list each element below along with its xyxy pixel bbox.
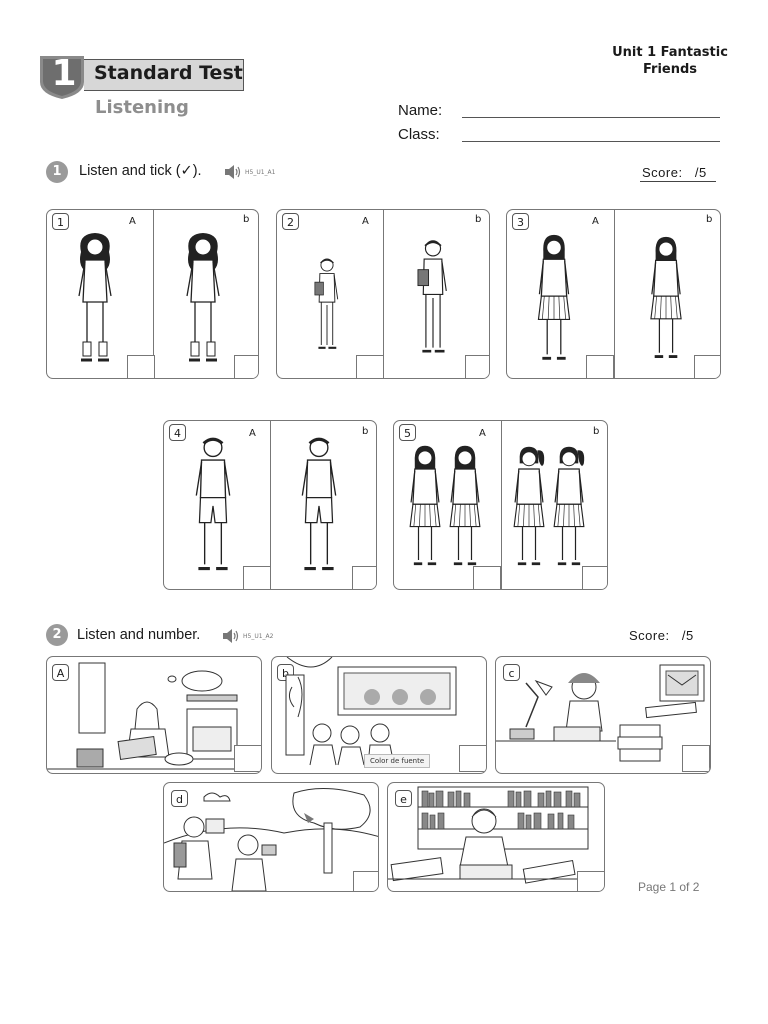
title-box: [84, 59, 244, 91]
girl-figure-b2: [552, 445, 586, 566]
section-2-number: 2: [46, 624, 68, 646]
picture-label: A: [52, 664, 69, 681]
number-box-e[interactable]: [577, 871, 604, 891]
score-label-1: Score: /5: [642, 165, 707, 180]
section-1-instruction: Listen and tick (✓).: [79, 163, 202, 179]
girl-figure-b1: [512, 445, 546, 566]
score-total: /5: [681, 628, 694, 643]
font-color-tooltip: Color de fuente: [364, 754, 431, 768]
score-label-text: Score:: [642, 165, 683, 180]
boy-figure-b: [415, 238, 449, 354]
number-box-a[interactable]: [234, 745, 261, 772]
section-1-number: 1: [46, 161, 68, 183]
picture-card-c: c: [495, 656, 711, 774]
girl-figure-b: [175, 230, 231, 370]
option-label-b: b: [475, 214, 482, 225]
picture-label: c: [503, 664, 520, 681]
question-card-1: 1 A b: [46, 209, 259, 379]
tick-box-b[interactable]: [465, 355, 489, 378]
girl-figure-a: [67, 230, 123, 370]
card-number: 3: [512, 213, 529, 230]
number-box-d[interactable]: [353, 871, 378, 891]
picture-card-a: A: [46, 656, 262, 774]
number-box-b[interactable]: [459, 745, 486, 772]
picture-label: d: [171, 790, 188, 807]
girl-figure-a: [536, 233, 572, 361]
speaker-icon[interactable]: [224, 164, 242, 180]
page-title: Standard Test: [94, 62, 243, 84]
option-label-a: A: [129, 216, 136, 227]
question-card-5: 5 A b: [393, 420, 608, 590]
option-label-a: A: [362, 216, 369, 227]
picture-card-b: b Color de fuente: [271, 656, 487, 774]
tick-box-a[interactable]: [586, 355, 614, 378]
score-underline: [640, 181, 716, 182]
option-label-a: A: [249, 428, 256, 439]
question-card-2: 2 A b: [276, 209, 490, 379]
option-label-b: b: [243, 214, 250, 225]
option-label-b: b: [593, 426, 600, 437]
outdoor-scene: [164, 787, 378, 891]
name-field[interactable]: [462, 117, 720, 118]
score-label-text: Score:: [629, 628, 670, 643]
tick-box-b[interactable]: [694, 355, 720, 378]
tick-box-b[interactable]: [582, 566, 607, 589]
score-total: /5: [694, 165, 707, 180]
unit-line-2: Friends: [642, 62, 698, 77]
girl-figure-a1: [408, 444, 442, 566]
boy-figure-a: [313, 257, 340, 350]
option-label-a: A: [592, 216, 599, 227]
study-scene: [496, 664, 705, 762]
option-label-b: b: [706, 214, 713, 225]
boy-figure-a: [194, 437, 232, 571]
card-number: 1: [52, 213, 69, 230]
section-2-instruction: Listen and number.: [77, 627, 201, 643]
picture-label: e: [395, 790, 412, 807]
option-label-b: b: [362, 426, 369, 437]
question-card-4: 4 A b: [163, 420, 377, 590]
option-label-a: A: [479, 428, 486, 439]
name-label: Name:: [398, 102, 443, 119]
picture-card-e: e: [387, 782, 605, 892]
class-label: Class:: [398, 126, 440, 143]
unit-badge: [40, 56, 84, 99]
girl-figure-a2: [448, 444, 482, 566]
tick-box-a[interactable]: [473, 566, 501, 589]
tick-box-b[interactable]: [234, 355, 258, 378]
kitchen-scene: [47, 662, 261, 770]
tick-box-b[interactable]: [352, 566, 376, 589]
class-field[interactable]: [462, 141, 720, 142]
unit-badge-number: 1: [51, 53, 77, 94]
tick-box-a[interactable]: [127, 355, 155, 378]
unit-heading: Unit 1 Fantastic Friends: [600, 44, 740, 78]
question-card-3: 3 A b: [506, 209, 721, 379]
museum-scene: [285, 657, 457, 766]
boy-figure-b: [300, 436, 338, 571]
unit-line-1: Unit 1 Fantastic: [612, 45, 728, 60]
page-number: Page 1 of 2: [638, 880, 700, 894]
tick-box-a[interactable]: [243, 566, 271, 589]
picture-card-d: d: [163, 782, 379, 892]
tick-box-a[interactable]: [356, 355, 384, 378]
card-number: 2: [282, 213, 299, 230]
card-number: 4: [169, 424, 186, 441]
audio-code-2: H5_U1_A2: [243, 633, 274, 640]
library-scene: [388, 786, 604, 884]
card-number: 5: [399, 424, 416, 441]
audio-code-1: H5_U1_A1: [245, 169, 276, 176]
score-label-2: Score: /5: [629, 628, 694, 643]
girl-figure-b: [649, 234, 683, 359]
number-box-c[interactable]: [682, 745, 710, 772]
page-subtitle: Listening: [95, 97, 189, 118]
speaker-icon[interactable]: [222, 628, 240, 644]
